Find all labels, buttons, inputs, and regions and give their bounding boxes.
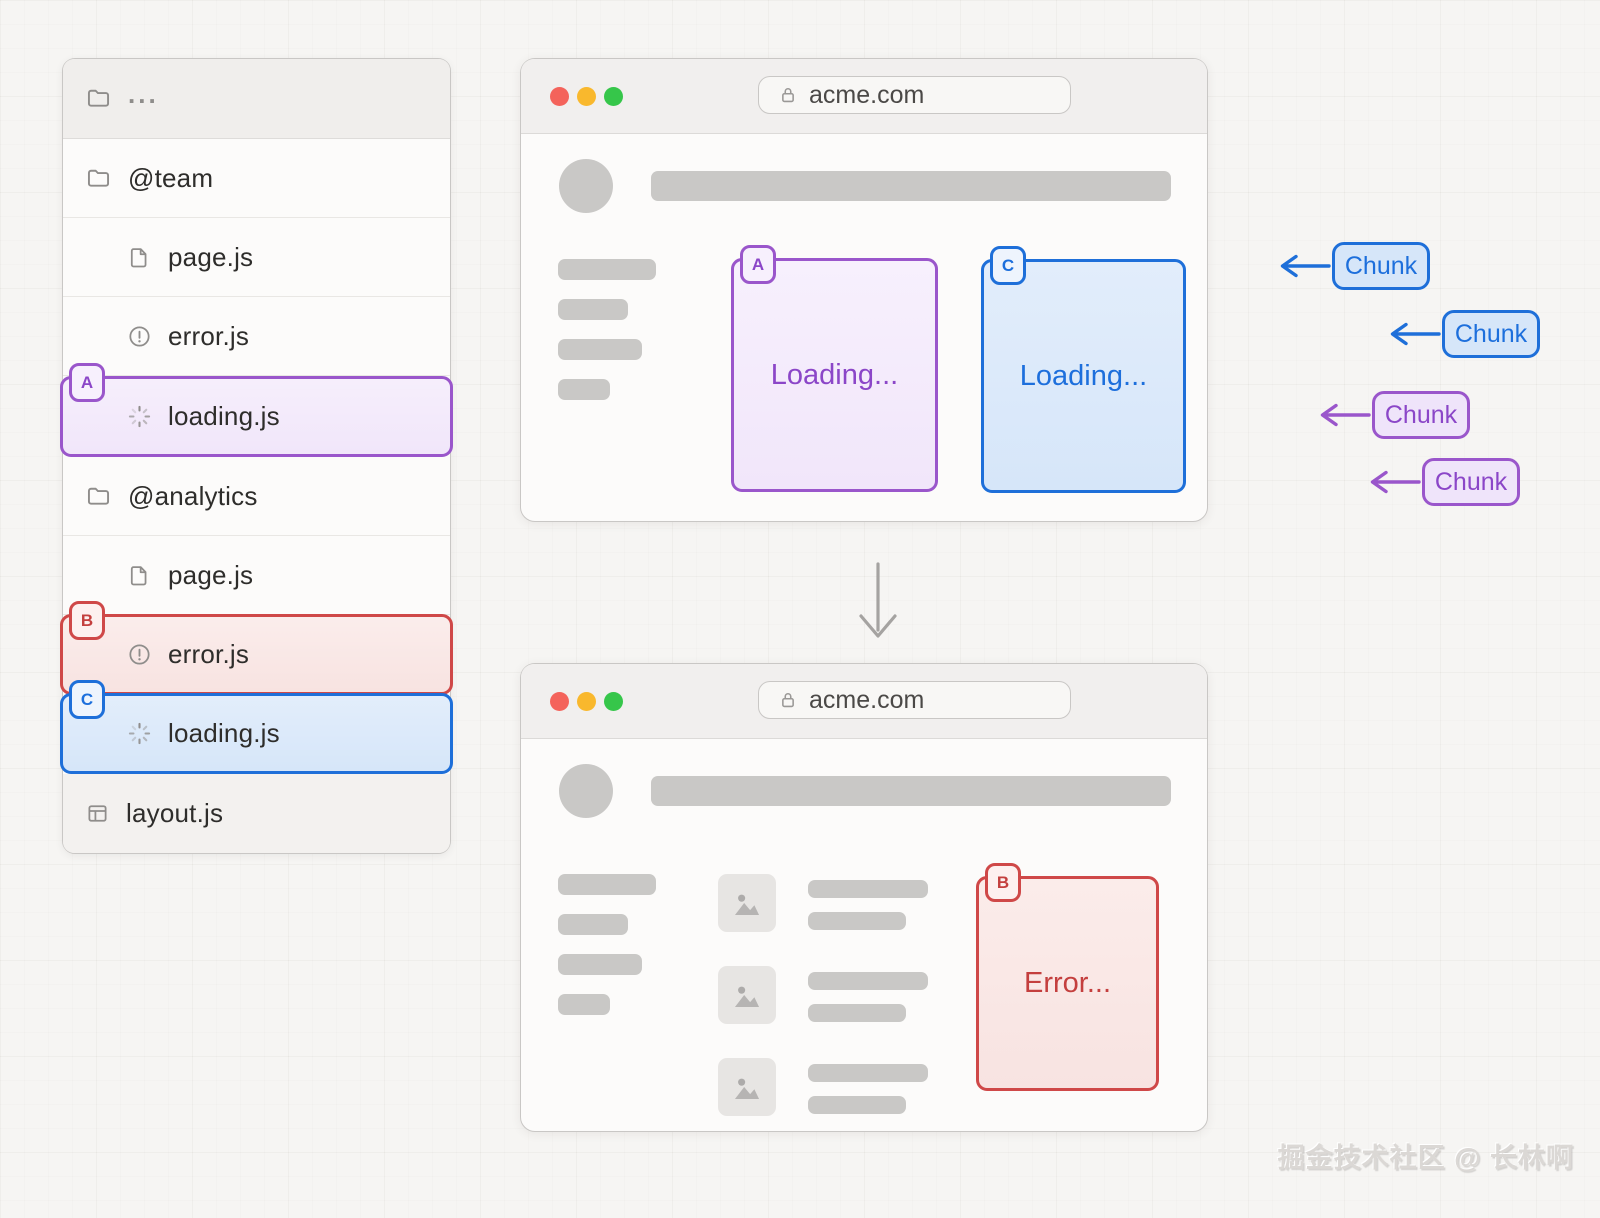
url-text: acme.com (809, 685, 925, 714)
tree-row-team[interactable]: @team (63, 139, 450, 218)
row-divider (63, 217, 450, 218)
skeleton-bar (558, 954, 642, 975)
tree-row-label: @analytics (128, 481, 258, 511)
folder-icon (85, 483, 112, 510)
tree-row-label: loading.js (168, 718, 280, 748)
browser-titlebar: acme.com (521, 59, 1207, 134)
alert-circle-icon (127, 642, 152, 667)
tree-row-loading-team[interactable]: A loading.js (60, 363, 453, 457)
arrow-left-icon (1384, 321, 1442, 347)
row-divider (63, 535, 450, 536)
chunk-label-2: Chunk (1442, 310, 1540, 358)
watermark-text: 掘金技术社区 @ 长林啊 (1277, 1143, 1574, 1173)
slot-badge-c: C (990, 246, 1026, 285)
tree-row-label: loading.js (168, 401, 280, 431)
skeleton-bar (808, 1004, 906, 1022)
lock-icon (777, 689, 799, 711)
chunk-label-1: Chunk (1332, 242, 1430, 290)
arrow-left-icon (1314, 402, 1372, 428)
browser-titlebar: acme.com (521, 664, 1207, 739)
loading-text: Loading... (770, 358, 899, 391)
tree-row-label: page.js (168, 560, 254, 590)
loading-text: Loading... (1019, 359, 1148, 392)
tree-row-layout[interactable]: layout.js (63, 774, 450, 853)
minimize-window-button[interactable] (577, 692, 596, 711)
skeleton-bar (808, 1096, 906, 1114)
image-placeholder-icon (718, 874, 776, 932)
image-placeholder-icon (718, 1058, 776, 1116)
skeleton-bar (558, 994, 610, 1015)
url-text: acme.com (809, 80, 925, 109)
skeleton-bar (808, 1064, 928, 1082)
skeleton-bar (558, 339, 642, 360)
tree-row-page-team[interactable]: page.js (63, 218, 450, 297)
error-slot-b-card: B Error... (976, 863, 1159, 1091)
url-bar[interactable]: acme.com (758, 76, 1071, 114)
url-bar[interactable]: acme.com (758, 681, 1071, 719)
avatar (559, 764, 613, 818)
loading-slot-a-card: A Loading... (731, 245, 938, 492)
tree-row-label: error.js (168, 321, 250, 351)
error-text: Error... (1023, 967, 1111, 999)
spinner-icon (127, 721, 152, 746)
skeleton-bar (651, 776, 1171, 806)
close-window-button[interactable] (550, 87, 569, 106)
flow-arrow-down-icon (856, 560, 900, 644)
tree-row-label: @team (128, 163, 214, 193)
chunk-label-3: Chunk (1372, 391, 1470, 439)
alert-circle-icon (127, 324, 152, 349)
slot-badge-a: A (69, 363, 105, 402)
file-icon (127, 563, 152, 588)
slot-badge-c: C (69, 680, 105, 719)
minimize-window-button[interactable] (577, 87, 596, 106)
zoom-window-button[interactable] (604, 87, 623, 106)
skeleton-bar (558, 259, 656, 280)
slot-badge-b: B (69, 601, 105, 640)
tree-row-loading-analytics[interactable]: C loading.js (60, 680, 453, 774)
skeleton-bar (558, 874, 656, 895)
lock-icon (777, 84, 799, 106)
tree-row-page-analytics[interactable]: page.js (63, 536, 450, 615)
tree-row-error-team[interactable]: error.js (63, 297, 450, 376)
skeleton-bar (558, 914, 628, 935)
avatar (559, 159, 613, 213)
row-divider (63, 375, 450, 376)
folder-icon (85, 85, 112, 112)
spinner-icon (127, 404, 152, 429)
slot-badge-b: B (985, 863, 1021, 902)
close-window-button[interactable] (550, 692, 569, 711)
loading-slot-c-card: C Loading... (981, 246, 1186, 493)
tree-row-analytics[interactable]: @analytics (63, 457, 450, 536)
skeleton-bar (808, 880, 928, 898)
skeleton-bar (651, 171, 1171, 201)
tree-row-label: error.js (168, 639, 250, 669)
file-tree-root-row[interactable]: ... (63, 59, 450, 139)
root-folder-label: ... (128, 79, 159, 109)
row-divider (63, 296, 450, 297)
slot-badge-a: A (740, 245, 776, 284)
skeleton-bar (808, 912, 906, 930)
skeleton-bar (808, 972, 928, 990)
tree-row-label: layout.js (126, 798, 224, 828)
layout-icon (85, 801, 110, 826)
browser-window-error: acme.com B Error... (520, 663, 1208, 1132)
zoom-window-button[interactable] (604, 692, 623, 711)
tree-row-error-analytics[interactable]: B error.js (60, 601, 453, 695)
tree-row-label: page.js (168, 242, 254, 272)
arrow-left-icon (1364, 469, 1422, 495)
image-placeholder-icon (718, 966, 776, 1024)
chunk-label-4: Chunk (1422, 458, 1520, 506)
folder-icon (85, 165, 112, 192)
skeleton-bar (558, 299, 628, 320)
arrow-left-icon (1274, 253, 1332, 279)
file-tree-panel: ... @team page.js error.js A loading.js (60, 58, 453, 854)
skeleton-bar (558, 379, 610, 400)
file-icon (127, 245, 152, 270)
browser-window-loading: acme.com A Loading... C Loading... (520, 58, 1208, 522)
